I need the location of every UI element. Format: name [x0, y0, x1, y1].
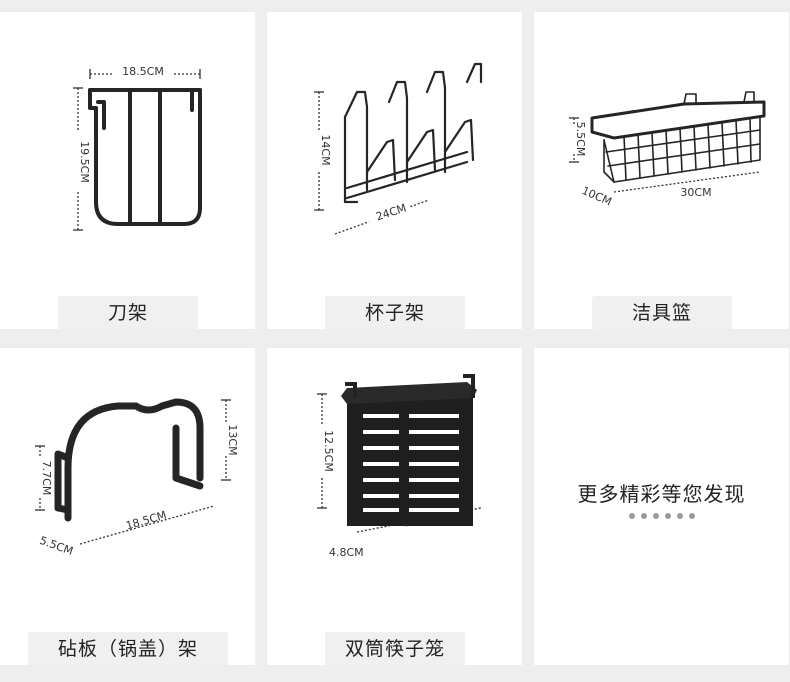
cup-rack-image: 14CM 24CM — [311, 62, 483, 235]
dim-height-label: 5.5CM — [574, 122, 587, 157]
more-text: 更多精彩等您发现 — [577, 482, 746, 506]
dot-icon — [676, 513, 683, 519]
dim-height-label: 13CM — [226, 424, 239, 455]
product-label: 双筒筷子笼 — [325, 632, 465, 666]
dim-depth-label: 5.5CM — [38, 534, 75, 558]
more-card[interactable]: 更多精彩等您发现 — [534, 348, 789, 665]
pagination-dots — [534, 513, 789, 519]
dot-icon — [652, 513, 659, 519]
product-card-cup-rack[interactable]: 14CM 24CM 杯子架 — [267, 12, 522, 330]
product-card-knife-rack[interactable]: 18.5CM 19.5CM 刀架 — [0, 12, 255, 330]
dot-icon — [640, 513, 647, 519]
dot-icon — [628, 513, 635, 519]
dim-width-label: 18.5CM — [122, 65, 164, 78]
product-label: 洁具篮 — [592, 296, 732, 330]
dim-length-label: 30CM — [680, 186, 711, 199]
cleaning-basket-image: 5.5CM 10CM 30CM — [566, 91, 766, 209]
product-label: 砧板（锅盖）架 — [28, 632, 228, 666]
cutting-board-rack-image: 13CM 7.7CM 18.5CM 5.5CM — [33, 398, 239, 558]
dim-height-label: 19.5CM — [78, 141, 91, 183]
product-label: 刀架 — [58, 296, 198, 330]
product-card-cutting-board-rack[interactable]: 13CM 7.7CM 18.5CM 5.5CM 砧板（锅盖）架 — [0, 348, 255, 666]
chopstick-cage-image: 12.5CM 15CM 4.8CM — [314, 374, 482, 559]
dim-depth-label: 4.8CM — [329, 546, 364, 559]
dim-depth-label: 10CM — [580, 184, 614, 209]
dot-icon — [688, 513, 695, 519]
dim-hook-label: 7.7CM — [40, 461, 53, 496]
knife-rack-image: 18.5CM 19.5CM — [70, 64, 202, 231]
dot-icon — [664, 513, 671, 519]
product-card-chopstick-cage[interactable]: 12.5CM 15CM 4.8CM 双筒筷子笼 — [267, 348, 522, 666]
dim-height-label: 14CM — [319, 134, 332, 165]
product-card-cleaning-basket[interactable]: 5.5CM 10CM 30CM 洁具篮 — [534, 12, 789, 330]
product-label: 杯子架 — [325, 296, 465, 330]
dim-height-label: 12.5CM — [322, 430, 335, 472]
